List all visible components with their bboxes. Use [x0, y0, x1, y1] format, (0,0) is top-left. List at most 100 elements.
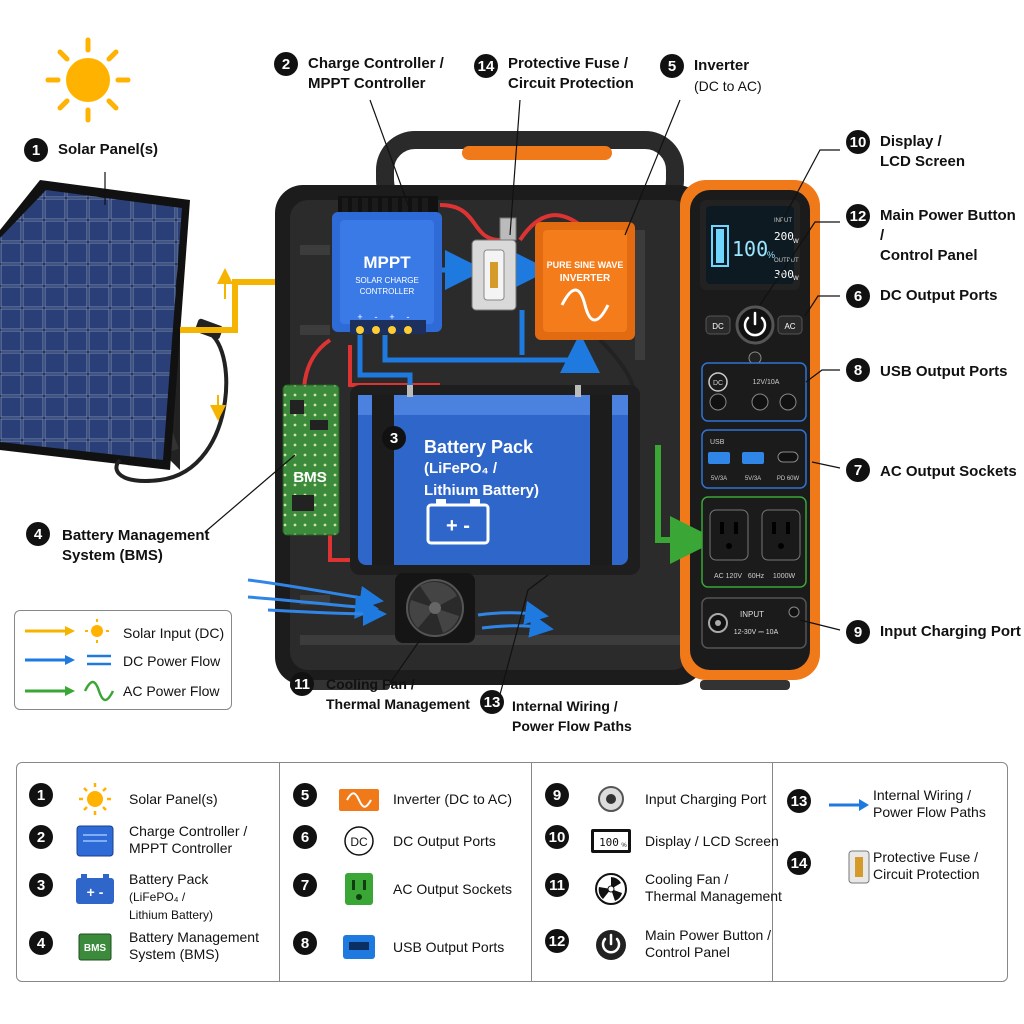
label-usb-ports: USB Output Ports — [880, 363, 1008, 380]
inverter-icon — [339, 789, 379, 811]
input-port-spec: 12-30V ⎓ 10A — [734, 629, 779, 636]
svg-text:+ -: + - — [87, 884, 104, 900]
mppt-subtitle-1: SOLAR CHARGE — [355, 276, 419, 285]
dc-port-icon: DC — [344, 826, 374, 856]
ac-power: 1000W — [773, 573, 796, 580]
dc-port-1[interactable] — [709, 393, 727, 411]
ac-toggle-label: AC — [784, 322, 795, 331]
inverter-text-2: INVERTER — [560, 273, 611, 284]
label-fuse: Protective Fuse /Circuit Protection — [508, 55, 634, 92]
sine-wave-icon — [560, 288, 610, 322]
ac-power-flow — [655, 445, 718, 564]
legend-dc-icon — [87, 654, 111, 666]
usb-port-icon — [343, 935, 375, 959]
sun-icon — [79, 783, 111, 815]
legend-sun-icon — [85, 619, 109, 643]
inverter-text-1: PURE SINE WAVE — [547, 260, 624, 270]
key-item-8: 8 USB Output Ports — [293, 925, 523, 969]
callout-number-12: 12 — [846, 204, 870, 228]
bms-chip-icon: BMS — [78, 933, 112, 961]
lcd-output-label: OUTPUT — [774, 258, 799, 264]
ac-socket-2[interactable] — [761, 509, 801, 561]
label-input-port: Input Charging Port — [880, 623, 1021, 640]
legend-symbols — [25, 619, 115, 702]
controller-icon — [76, 825, 114, 857]
ac-socket-1[interactable] — [709, 509, 749, 561]
key-item-1: 1 Solar Panel(s) — [29, 777, 269, 821]
lcd-output-value: 300 — [774, 268, 794, 281]
label-dc-ports: DC Output Ports — [880, 287, 998, 304]
mppt-controller: MPPT SOLAR CHARGE CONTROLLER + - + - — [332, 196, 442, 334]
svg-text:%: % — [621, 843, 627, 849]
sun-icon — [45, 37, 131, 123]
ac-output-panel: AC 120V 60Hz 1000W — [701, 496, 807, 588]
ac-socket-icon — [345, 873, 373, 905]
callout-number-7: 7 — [846, 458, 870, 482]
key-item-2: 2 Charge Controller /MPPT Controller — [29, 819, 269, 863]
lcd-screen: 100 % INPUT 200 OUTPUT 300 W W — [700, 200, 800, 290]
svg-text:+ -: + - — [446, 515, 470, 537]
svg-text:100: 100 — [599, 836, 619, 849]
lcd-percent-sign: % — [767, 250, 775, 260]
dc-toggle-label: DC — [712, 322, 724, 331]
battery-icon: + - — [76, 874, 114, 904]
label-solar-panels: Solar Panel(s) — [58, 141, 159, 158]
fuse-block — [471, 217, 517, 311]
label-battery-pack: Battery Pack(LiFePO₄ /Lithium Battery) — [424, 437, 540, 499]
callout-number-1: 1 — [24, 138, 48, 162]
dc-toggle-button[interactable] — [705, 315, 731, 335]
callout-number-14: 14 — [474, 54, 498, 78]
fuse-icon — [848, 850, 870, 884]
input-charging-panel: INPUT 12-30V ⎓ 10A — [701, 597, 807, 649]
input-port-icon — [598, 786, 624, 812]
mppt-terminal-1: + — [357, 312, 362, 322]
dc-port-3[interactable] — [779, 393, 797, 411]
lcd-input-value: 200 — [774, 230, 794, 243]
callout-number-10: 10 — [846, 130, 870, 154]
label-cooling-fan: Cooling Fan /Thermal Management — [326, 676, 470, 712]
callout-number-8: 8 — [846, 358, 870, 382]
battery-symbol-icon: + - — [426, 499, 490, 545]
key-item-7: 7 AC Output Sockets — [293, 867, 523, 911]
svg-text:DC: DC — [350, 835, 368, 849]
component-key: 1 Solar Panel(s) 2 Charge Controller /MP… — [16, 762, 1008, 982]
legend-ac-icon — [83, 680, 115, 702]
bms-board: BMS — [282, 384, 340, 536]
mppt-terminal-3: + — [389, 312, 394, 322]
label-ac-sockets: AC Output Sockets — [880, 463, 1017, 480]
lcd-output-unit: W — [793, 276, 799, 282]
label-charge-controller: Charge Controller /MPPT Controller — [308, 55, 444, 92]
usb1-spec: 5V/3A — [711, 476, 727, 482]
callout-number-9: 9 — [846, 620, 870, 644]
cooling-fan — [395, 573, 475, 643]
usb-label: USB — [710, 439, 725, 446]
callout-number-6: 6 — [846, 284, 870, 308]
light-icon[interactable] — [748, 351, 762, 365]
fan-icon — [595, 873, 627, 905]
callout-number-4: 4 — [26, 522, 50, 546]
key-item-5: 5 Inverter (DC to AC) — [293, 777, 523, 821]
usb2-spec: 5V/3A — [745, 476, 761, 482]
usb-c-port[interactable] — [777, 451, 799, 463]
battery-pack: + - — [350, 385, 640, 575]
ac-toggle-button[interactable] — [777, 315, 803, 335]
solar-panel — [0, 180, 190, 470]
input-port-label: INPUT — [740, 610, 764, 619]
callout-number-11: 11 — [290, 672, 314, 696]
usb-a-port-1[interactable] — [708, 452, 730, 464]
arrow-icon — [829, 799, 869, 811]
dc-port-2[interactable] — [751, 393, 769, 411]
usb-a-port-2[interactable] — [742, 452, 764, 464]
airflow-arrows — [247, 578, 554, 638]
power-button-icon — [596, 930, 626, 960]
usb-output-panel: USB 5V/3A 5V/3A PD 60W — [701, 429, 807, 489]
lcd-battery-percent: 100 — [732, 237, 768, 261]
svg-text:BMS: BMS — [84, 943, 107, 954]
mppt-terminal-2: - — [375, 312, 378, 322]
label-inverter: Inverter(DC to AC) — [694, 57, 762, 94]
flow-legend: Solar Input (DC) DC Power Flow AC Power … — [14, 610, 232, 710]
dc-spec: 12V/10A — [753, 379, 780, 386]
ac-voltage: AC 120V — [714, 573, 742, 580]
